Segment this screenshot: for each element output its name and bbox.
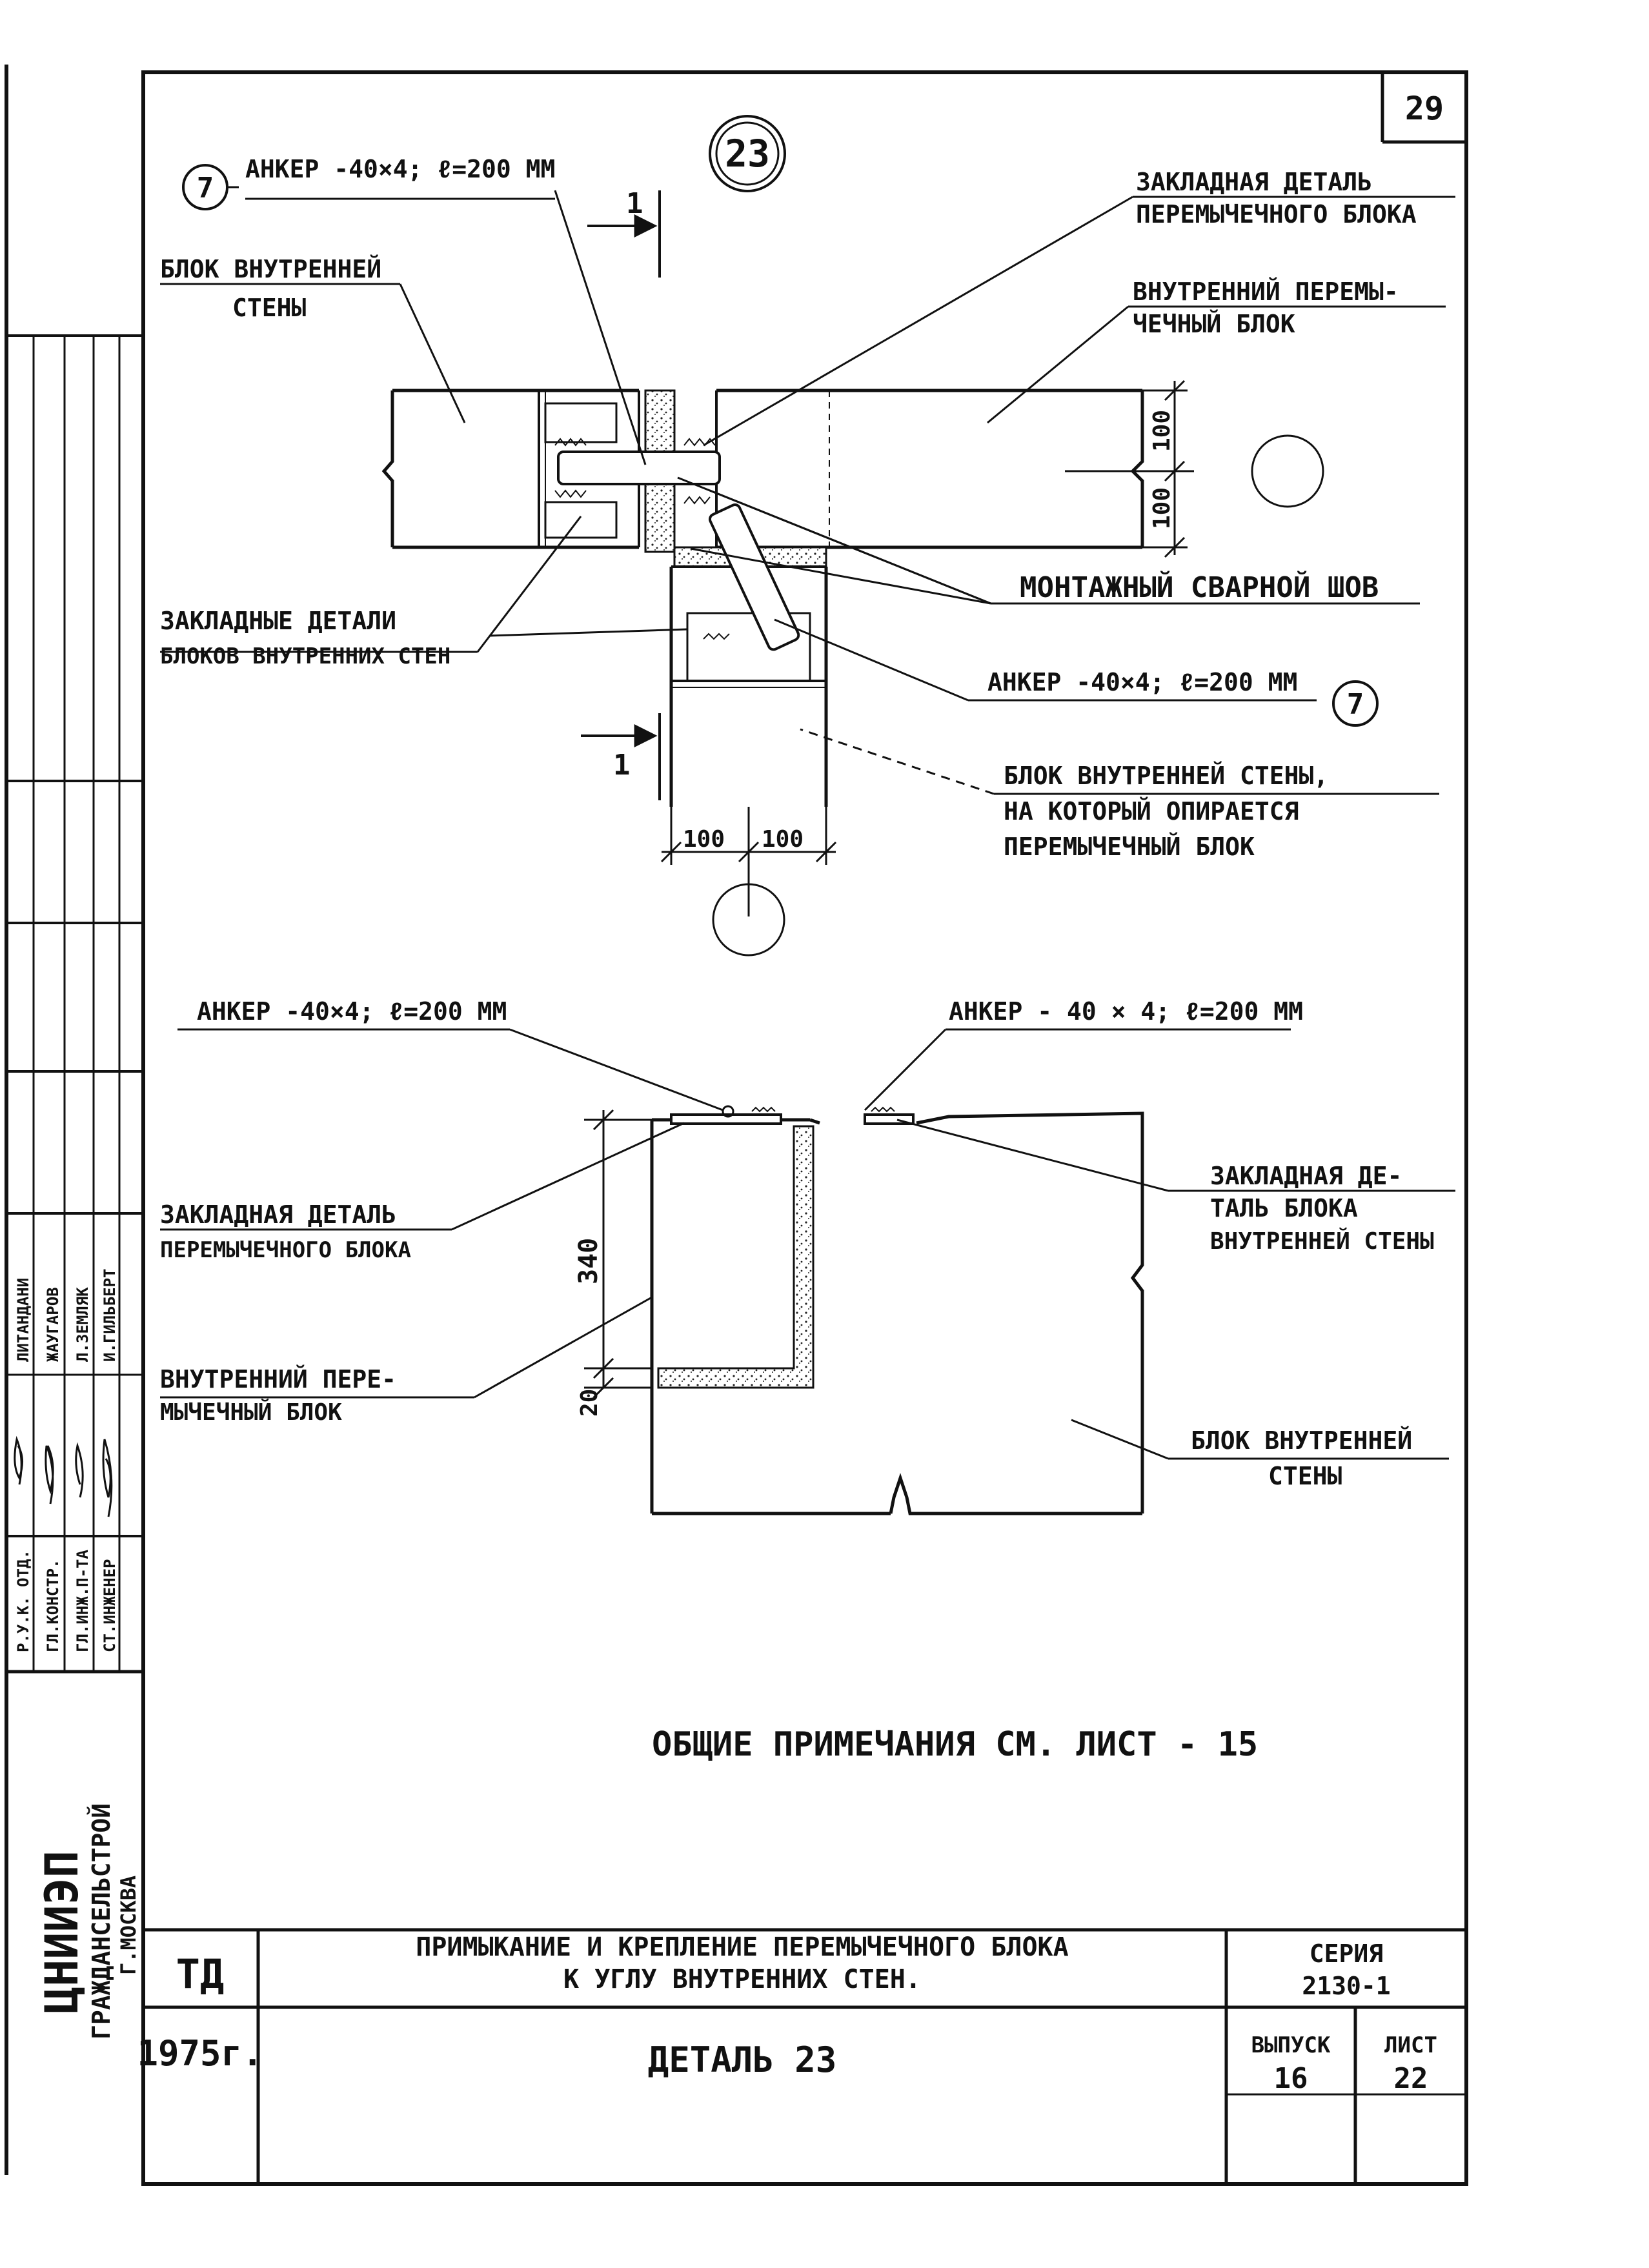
title-block [143, 1928, 1466, 2184]
label-inner-lintel-block-2: ЧЕЧНЫЙ БЛОК [1133, 310, 1295, 338]
plan-anchor-horizontal [557, 451, 721, 485]
anchor-marker-right [1332, 680, 1379, 727]
plan-lintel-block [715, 389, 1144, 549]
sheet-value: 22 [1394, 2062, 1428, 2095]
section-dim-height: 340 [574, 1238, 603, 1284]
title-code: ТД [176, 1950, 225, 1998]
plan-view: 1 1 100 100 100 100 [381, 187, 1324, 957]
anchor-marker-right-label: 7 [1347, 688, 1364, 721]
section-label-embedded-lintel-2: ПЕРЕМЫЧЕЧНОГО БЛОКА [160, 1237, 411, 1263]
section-mark-bottom: 1 [613, 749, 631, 782]
section-label-inner-wall-2: СТЕНЫ [1268, 1462, 1342, 1490]
title-line-1: ПРИМЫКАНИЕ И КРЕПЛЕНИЕ ПЕРЕМЫЧЕЧНОГО БЛО… [416, 1932, 1068, 1962]
section-dim-bottom: 20 [576, 1389, 603, 1417]
section-label-embedded-wall-2: ТАЛЬ БЛОКА [1210, 1194, 1358, 1222]
section-label-embedded-lintel-1: ЗАКЛАДНАЯ ДЕТАЛЬ [160, 1200, 396, 1229]
label-embedded-lintel-1: ЗАКЛАДНАЯ ДЕТАЛЬ [1136, 168, 1372, 196]
detail-marker-label: 23 [725, 132, 770, 176]
detail-name: ДЕТАЛЬ 23 [648, 2040, 837, 2080]
stamp-name: И.ГИЛЬБЕРТ [101, 1269, 119, 1362]
label-support-block-3: ПЕРЕМЫЧЕЧНЫЙ БЛОК [1004, 833, 1255, 861]
stamp-role: ГЛ.ИНЖ.П-ТА [74, 1550, 92, 1652]
section-anchor-left [670, 1113, 782, 1125]
plan-dim-bottom [660, 807, 837, 957]
stamp-role: ГЛ.КОНСТР. [44, 1559, 62, 1653]
title-line-2: К УГЛУ ВНУТРЕННИХ СТЕН. [563, 1965, 921, 1994]
general-note: ОБЩИЕ ПРИМЕЧАНИЯ СМ. ЛИСТ - 15 [652, 1725, 1258, 1764]
plan-support-block [669, 565, 828, 807]
plan-dim-bottom-left: 100 [683, 826, 725, 853]
section-mortar-joint [657, 1125, 814, 1389]
section-label-embedded-wall-1: ЗАКЛАДНАЯ ДЕ- [1210, 1162, 1402, 1190]
label-anchor-top: АНКЕР -40×4; ℓ=200 ММ [245, 155, 555, 183]
stamp-names: ЛИТАНДАНИ ЖАУГАРОВ Л.ЗЕМЛЯК И.ГИЛЬБЕРТ [14, 1269, 119, 1362]
sheet-number: 29 [1405, 90, 1444, 127]
issue-value: 16 [1274, 2062, 1308, 2095]
plan-dim-bottom-right: 100 [762, 826, 804, 853]
plan-dim-right-top: 100 [1149, 410, 1175, 452]
stamp-role: СТ.ИНЖЕНЕР [101, 1559, 119, 1653]
label-support-block-1: БЛОК ВНУТРЕННЕЙ СТЕНЫ, [1004, 762, 1328, 790]
plan-section-marks [581, 190, 661, 800]
stamp-name: ЛИТАНДАНИ [14, 1278, 32, 1362]
section-label-anchor-right: АНКЕР - 40 × 4; ℓ=200 ММ [949, 997, 1303, 1026]
section-label-inner-wall-1: БЛОК ВНУТРЕННЕЙ [1191, 1426, 1412, 1455]
sheet-label: ЛИСТ [1384, 2032, 1437, 2058]
plan-leaders [160, 164, 1455, 795]
label-anchor-right: АНКЕР -40×4; ℓ=200 ММ [987, 668, 1297, 696]
plan-anchor-inclined [708, 503, 800, 651]
section-label-anchor-left: АНКЕР -40×4; ℓ=200 ММ [197, 997, 507, 1026]
plan-dim-right [1065, 380, 1324, 558]
anchor-marker-top-label: 7 [197, 172, 214, 205]
section-weld-marks [751, 1106, 895, 1113]
label-support-block-2: НА КОТОРЫЙ ОПИРАЕТСЯ [1004, 797, 1299, 825]
side-stamp [6, 334, 143, 1674]
series-label: СЕРИЯ [1310, 1939, 1383, 1968]
detail-marker [709, 115, 786, 192]
stamp-roles: Р.У.К. ОТД. ГЛ.КОНСТР. ГЛ.ИНЖ.П-ТА СТ.ИН… [14, 1550, 119, 1652]
stamp-role: Р.У.К. ОТД. [14, 1550, 32, 1652]
label-inner-lintel-block-1: ВНУТРЕННИЙ ПЕРЕМЫ- [1133, 278, 1399, 306]
series-value: 2130-1 [1302, 1972, 1390, 2000]
stamp-org-sub: ГРАЖДАНСЕЛЬСТРОЙ [87, 1803, 116, 2040]
label-inner-wall-block-2: СТЕНЫ [232, 294, 307, 322]
label-embedded-walls-2: БЛОКОВ ВНУТРЕННИХ СТЕН [160, 643, 450, 669]
issue-label: ВЫПУСК [1251, 2032, 1331, 2058]
section-mark-top: 1 [626, 187, 643, 220]
section-view [584, 1105, 1144, 1515]
section-label-inner-lintel-1: ВНУТРЕННИЙ ПЕРЕ- [160, 1365, 396, 1393]
stamp-name: Л.ЗЕМЛЯК [74, 1287, 92, 1362]
section-label-inner-lintel-2: МЫЧЕЧНЫЙ БЛОК [160, 1399, 342, 1426]
plan-dim-right-bottom: 100 [1149, 487, 1175, 529]
title-year: 1975г. [137, 2033, 263, 2074]
plan-left-wall-block [381, 389, 640, 549]
label-embedded-lintel-2: ПЕРЕМЫЧЕЧНОГО БЛОКА [1136, 200, 1417, 228]
label-embedded-walls-1: ЗАКЛАДНЫЕ ДЕТАЛИ [160, 607, 396, 635]
stamp-city: Г.МОСКВА [116, 1876, 141, 1975]
label-inner-wall-block-1: БЛОК ВНУТРЕННЕЙ [160, 255, 381, 283]
stamp-name: ЖАУГАРОВ [44, 1287, 62, 1362]
sheet-frame [5, 65, 1468, 2186]
section-leaders [160, 1028, 1455, 1460]
stamp-signatures [14, 1435, 113, 1517]
label-weld: МОНТАЖНЫЙ СВАРНОЙ ШОВ [1020, 570, 1379, 604]
plan-weld-marks [554, 438, 730, 640]
section-label-embedded-wall-3: ВНУТРЕННЕЙ СТЕНЫ [1210, 1228, 1434, 1255]
stamp-org: ЦНИИЭП [35, 1850, 88, 2014]
